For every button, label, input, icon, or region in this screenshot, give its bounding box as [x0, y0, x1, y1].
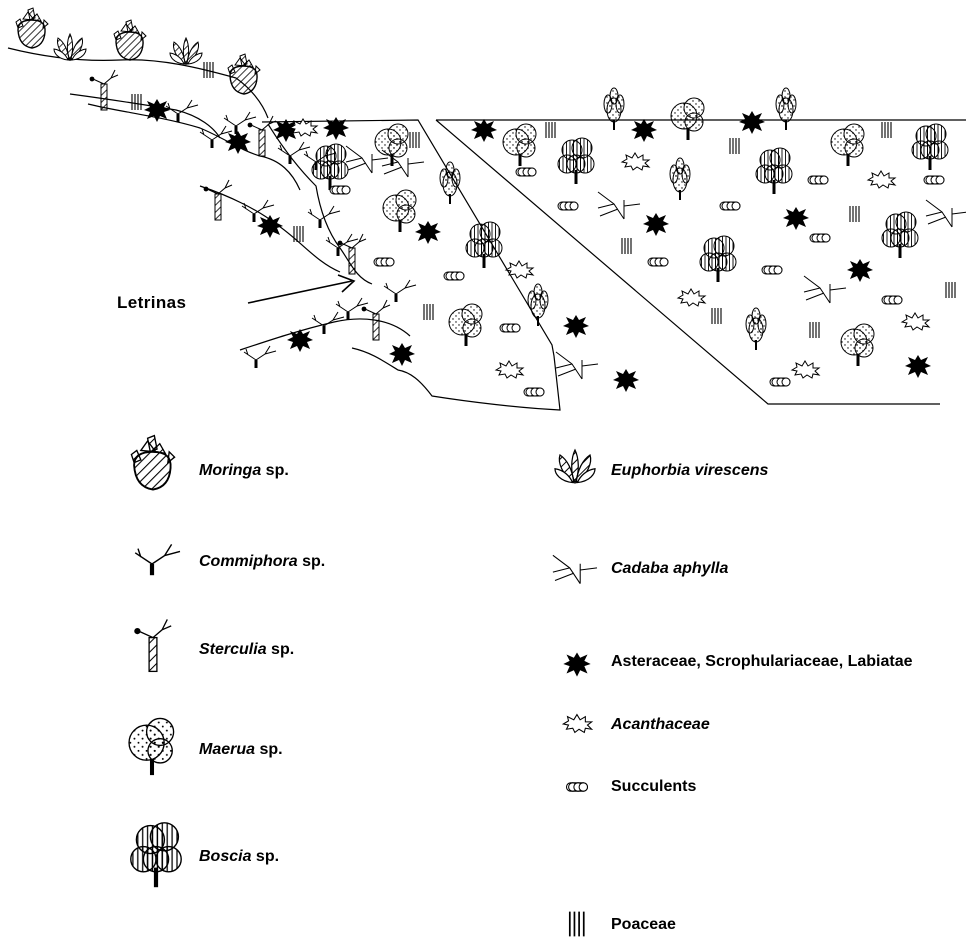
legend-commiphora: Commiphora sp.	[199, 553, 325, 571]
latrine-arrow	[248, 275, 354, 303]
legend-boscia: Boscia sp.	[199, 848, 279, 866]
legend-euphorbia: Euphorbia virescens	[611, 462, 768, 480]
latrine-callout: Letrinas	[117, 293, 186, 313]
sterculia-icon	[134, 619, 171, 671]
legend-poaceae: Poaceae	[611, 916, 676, 934]
legend-maerua: Maerua sp.	[199, 741, 283, 759]
cadaba-icon	[553, 555, 597, 583]
asteraceae-icon	[563, 652, 590, 676]
poaceae-icon	[570, 912, 584, 937]
maerua-icon	[129, 718, 174, 775]
acanthaceae-icon	[563, 715, 591, 733]
legend-moringa: Moringa sp.	[199, 462, 289, 480]
moringa-icon	[131, 436, 174, 490]
boscia-icon	[131, 823, 181, 887]
euphorbia-icon	[555, 450, 595, 483]
legend-asteraceae: Asteraceae, Scrophulariaceae, Labiatae	[611, 653, 913, 671]
succulent-icon	[567, 783, 588, 791]
legend-sterculia: Sterculia sp.	[199, 641, 294, 659]
hillside-plants	[16, 8, 416, 368]
commiphora-icon	[135, 544, 180, 575]
right-plot-plants	[471, 88, 966, 386]
legend-acanthaceae: Acanthaceae	[611, 716, 710, 734]
legend-cadaba: Cadaba aphylla	[611, 560, 728, 578]
legend-succulents: Succulents	[611, 778, 696, 796]
